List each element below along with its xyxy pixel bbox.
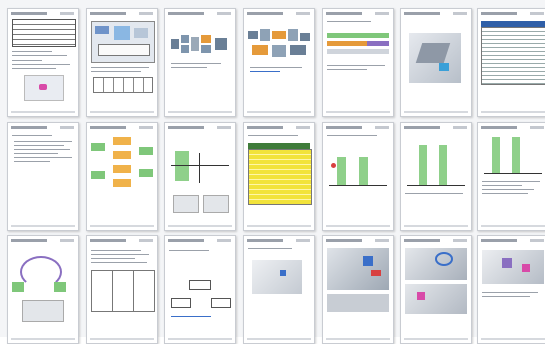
page-thumbnail-20[interactable] [400,235,472,344]
photo-figure [405,248,467,280]
page-thumbnail-18[interactable] [243,235,315,344]
table-block [481,27,545,85]
page-thumbnail-16[interactable] [86,235,158,344]
table-header [248,143,310,149]
block-diagram [171,35,229,55]
page-thumbnail-5[interactable] [322,8,394,117]
photo-figure [405,284,467,314]
table-header [481,21,545,27]
page-thumbnail-9[interactable] [86,122,158,231]
page-thumbnail-10[interactable] [164,122,236,231]
page-thumbnail-12[interactable] [322,122,394,231]
arc-figure [20,256,62,288]
page-thumbnail-19[interactable] [322,235,394,344]
flowchart [91,137,153,197]
photo-figure [252,260,302,294]
photo-figure [327,248,389,290]
page-thumbnail-11[interactable] [243,122,315,231]
page-thumbnail-14[interactable] [477,122,545,231]
tree-diagram [189,280,211,290]
page-thumbnail-21[interactable] [477,235,545,344]
page-thumbnail-1[interactable] [7,8,79,117]
page-thumbnail-2[interactable] [86,8,158,117]
timing-diagram [327,29,389,59]
table-block [12,19,76,47]
photo-figure [482,250,544,284]
block-diagram [248,29,310,61]
diagram-block [91,21,155,63]
page-thumbnail-13[interactable] [400,122,472,231]
table-block [248,149,312,205]
table-block [91,270,155,312]
page-header [11,12,47,15]
page-thumbnail-8[interactable] [7,122,79,231]
signal-block [175,151,189,181]
figure-block [24,75,64,101]
page-thumbnail-15[interactable] [7,235,79,344]
page-thumbnail-7[interactable] [477,8,545,117]
page-thumbnail-3[interactable] [164,8,236,117]
page-thumbnail-4[interactable] [243,8,315,117]
page-header-logo [60,12,74,15]
photo-figure [409,33,461,83]
page-thumbnail-17[interactable] [164,235,236,344]
page-footer [11,111,75,113]
page-thumbnail-6[interactable] [400,8,472,117]
